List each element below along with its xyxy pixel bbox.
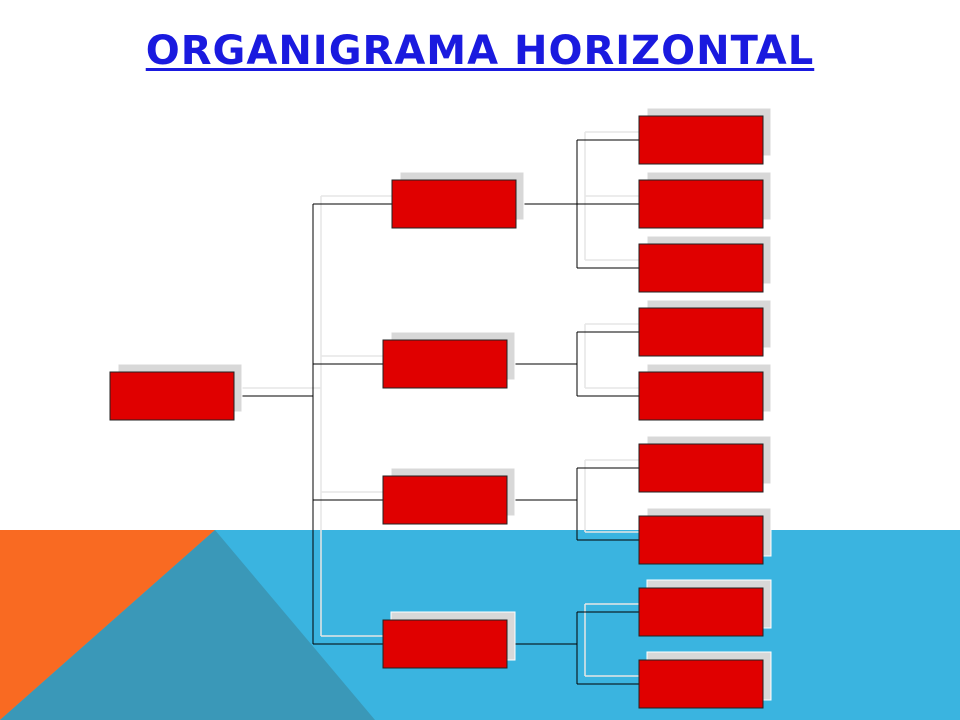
level2-box-2 [382, 339, 508, 389]
level3-box-4-1 [638, 587, 764, 637]
level3-box-2-1 [638, 307, 764, 357]
level2-box-4 [382, 619, 508, 669]
level3-box-2-2 [638, 371, 764, 421]
slide-title: ORGANIGRAMA HORIZONTAL [145, 28, 815, 74]
level3-box-4-2 [638, 659, 764, 709]
level3-box-1-1 [638, 115, 764, 165]
level3-box-1-3 [638, 243, 764, 293]
level2-box-3 [382, 475, 508, 525]
root-box [109, 371, 235, 421]
level3-box-3-2 [638, 515, 764, 565]
teal-triangle [0, 530, 375, 720]
level3-box-1-2 [638, 179, 764, 229]
level3-box-3-1 [638, 443, 764, 493]
level2-box-1 [391, 179, 517, 229]
